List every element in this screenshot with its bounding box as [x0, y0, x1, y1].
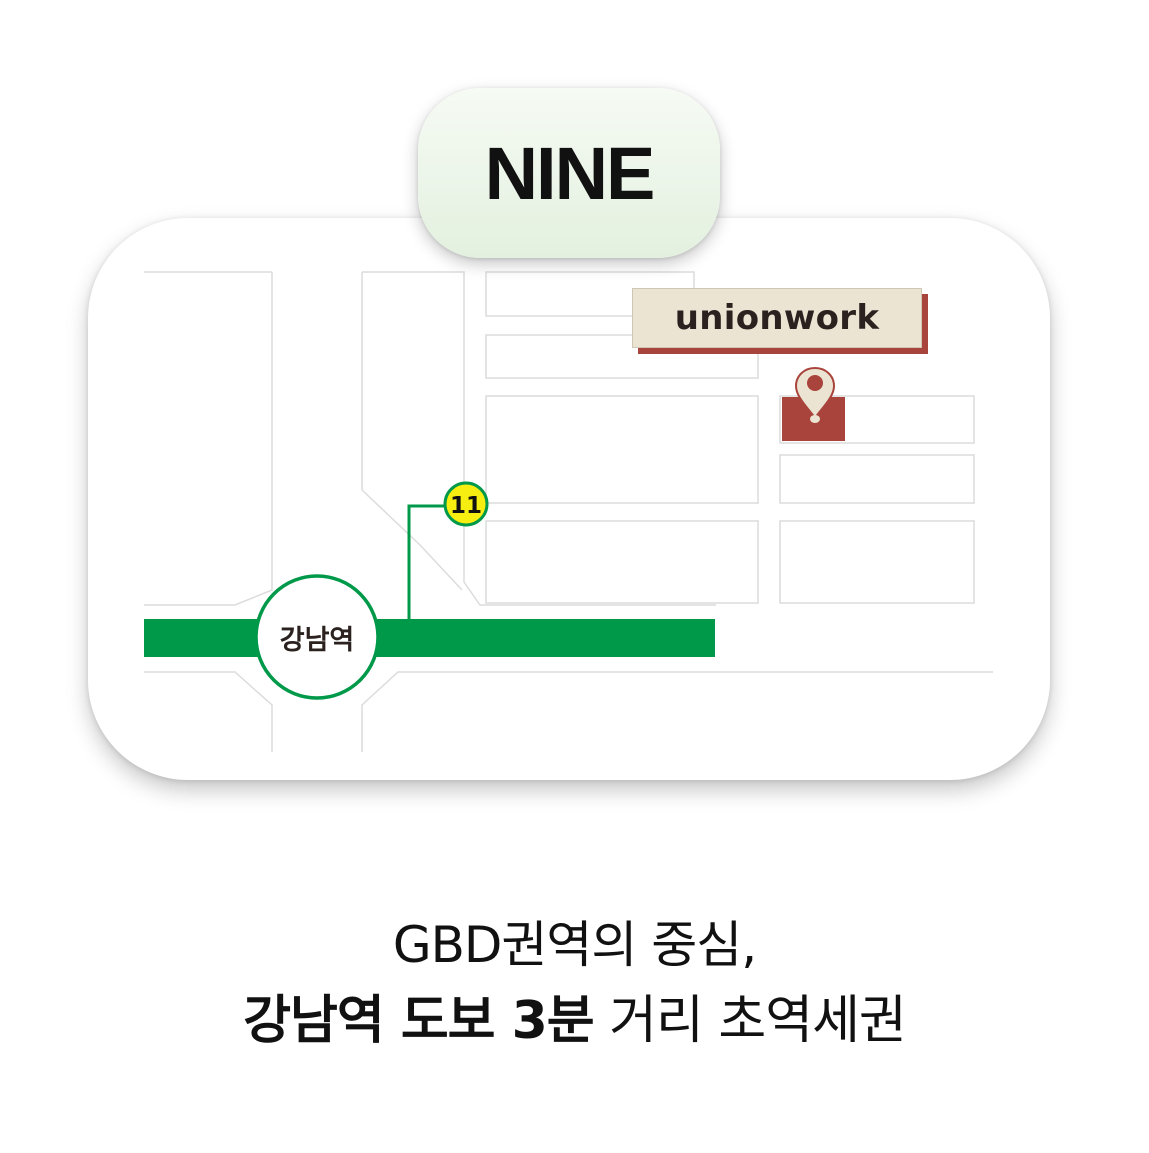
walking-route — [407, 504, 446, 621]
destination-label: unionwork — [632, 288, 930, 354]
station-marker — [254, 574, 380, 700]
caption-line-2: 강남역 도보 3분 거리 초역세권 — [0, 978, 1149, 1053]
building-block — [779, 454, 975, 504]
subway-line — [144, 619, 715, 657]
brand-name: NINE — [484, 131, 656, 215]
caption-highlight: 강남역 도보 3분 — [243, 991, 594, 1051]
label-box: unionwork — [632, 288, 922, 348]
brand-badge: NINE — [418, 88, 720, 258]
exit-badge — [443, 481, 489, 527]
caption-rest: 거리 초역세권 — [593, 991, 907, 1051]
caption-line-1: GBD권역의 중심, — [392, 916, 757, 974]
station-name: 강남역 — [280, 625, 355, 656]
building-block — [485, 520, 759, 604]
road-edge — [144, 272, 273, 606]
location-pin-icon — [794, 366, 836, 423]
road-edge — [144, 671, 273, 752]
building-block — [779, 520, 975, 604]
exit-number: 11 — [450, 493, 482, 519]
destination-name: unionwork — [674, 298, 880, 338]
road-edge — [362, 271, 716, 606]
building-block — [779, 395, 975, 444]
building-block — [485, 395, 759, 504]
building-block — [485, 334, 759, 379]
road-edge — [361, 489, 463, 591]
road-edge — [361, 671, 993, 752]
